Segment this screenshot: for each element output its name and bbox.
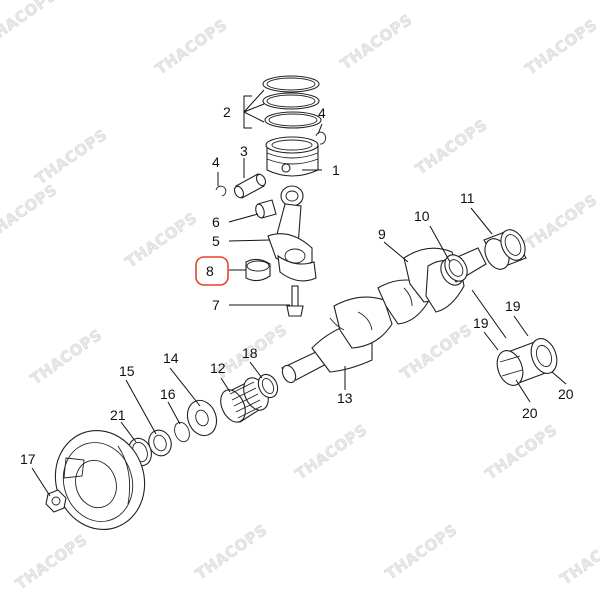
callout-labels: 1 2 3 4 4 5 6 7 8 9 10 11 12 13 14 15 16… (20, 104, 574, 467)
snap-ring (174, 421, 190, 443)
watermark-text: THACOPS (192, 521, 271, 584)
callout-label: 11 (460, 190, 475, 206)
callout-label: 13 (337, 390, 353, 406)
callout-label: 9 (378, 226, 386, 242)
callout-label: 6 (212, 214, 220, 230)
callout-label: 8 (206, 263, 214, 279)
watermark-text: THACOPS (27, 326, 106, 389)
callout-label: 19 (473, 315, 489, 331)
piston-pin (233, 173, 267, 199)
callout-label: 14 (163, 350, 179, 366)
watermark-text: THACOPS (0, 0, 61, 48)
thrust-washers (496, 338, 558, 386)
watermark-text: THACOPS (522, 191, 600, 254)
callout-label: 15 (119, 363, 135, 379)
washer (186, 399, 218, 437)
callout-label: 4 (212, 154, 220, 170)
leader-lines (31, 89, 567, 497)
callout-label: 19 (505, 298, 521, 314)
watermark-text: THACOPS (292, 421, 371, 484)
watermark-text: THACOPS (152, 16, 231, 79)
pulley-nut (45, 489, 67, 513)
callout-label: 4 (318, 105, 326, 121)
callout-label: 20 (522, 405, 538, 421)
watermark-text: THACOPS (412, 116, 491, 179)
callout-label: 12 (210, 360, 226, 376)
callout-label: 5 (212, 233, 220, 249)
callout-label: 20 (558, 386, 574, 402)
callout-label: 17 (20, 451, 36, 467)
watermark-text: THACOPS (12, 531, 91, 594)
main-bearing (444, 254, 468, 282)
callout-label: 3 (240, 143, 248, 159)
crankshaft-pulley (54, 429, 146, 531)
callout-label: 18 (242, 345, 258, 361)
gear-ring (257, 373, 279, 399)
circlips (215, 131, 327, 197)
watermark-text: THACOPS (522, 16, 600, 79)
watermark-text: THACOPS (382, 521, 461, 584)
callout-label: 1 (332, 162, 340, 178)
watermark-text: THACOPS (0, 181, 61, 244)
callout-label: 7 (212, 297, 220, 313)
watermark-text: THACOPS (122, 209, 201, 272)
watermark-text: THACOPS (337, 11, 416, 74)
watermark-text: THACOPS (397, 321, 476, 384)
connecting-rod (267, 185, 317, 282)
watermark-text: THACOPS (32, 126, 111, 189)
highlight-box (195, 256, 229, 286)
callout-label: 16 (160, 386, 176, 402)
connecting-rod-bearing (245, 258, 271, 282)
callout-label: 10 (414, 208, 430, 224)
piston-rings (262, 75, 322, 129)
watermark-text: THACOPS (557, 526, 600, 589)
rod-bolt (286, 285, 304, 317)
watermark-text: THACOPS (482, 421, 561, 484)
main-bushing (483, 229, 527, 270)
callout-label: 2 (223, 104, 231, 120)
small-end-bushing (255, 199, 277, 219)
callout-label: 21 (110, 407, 126, 423)
